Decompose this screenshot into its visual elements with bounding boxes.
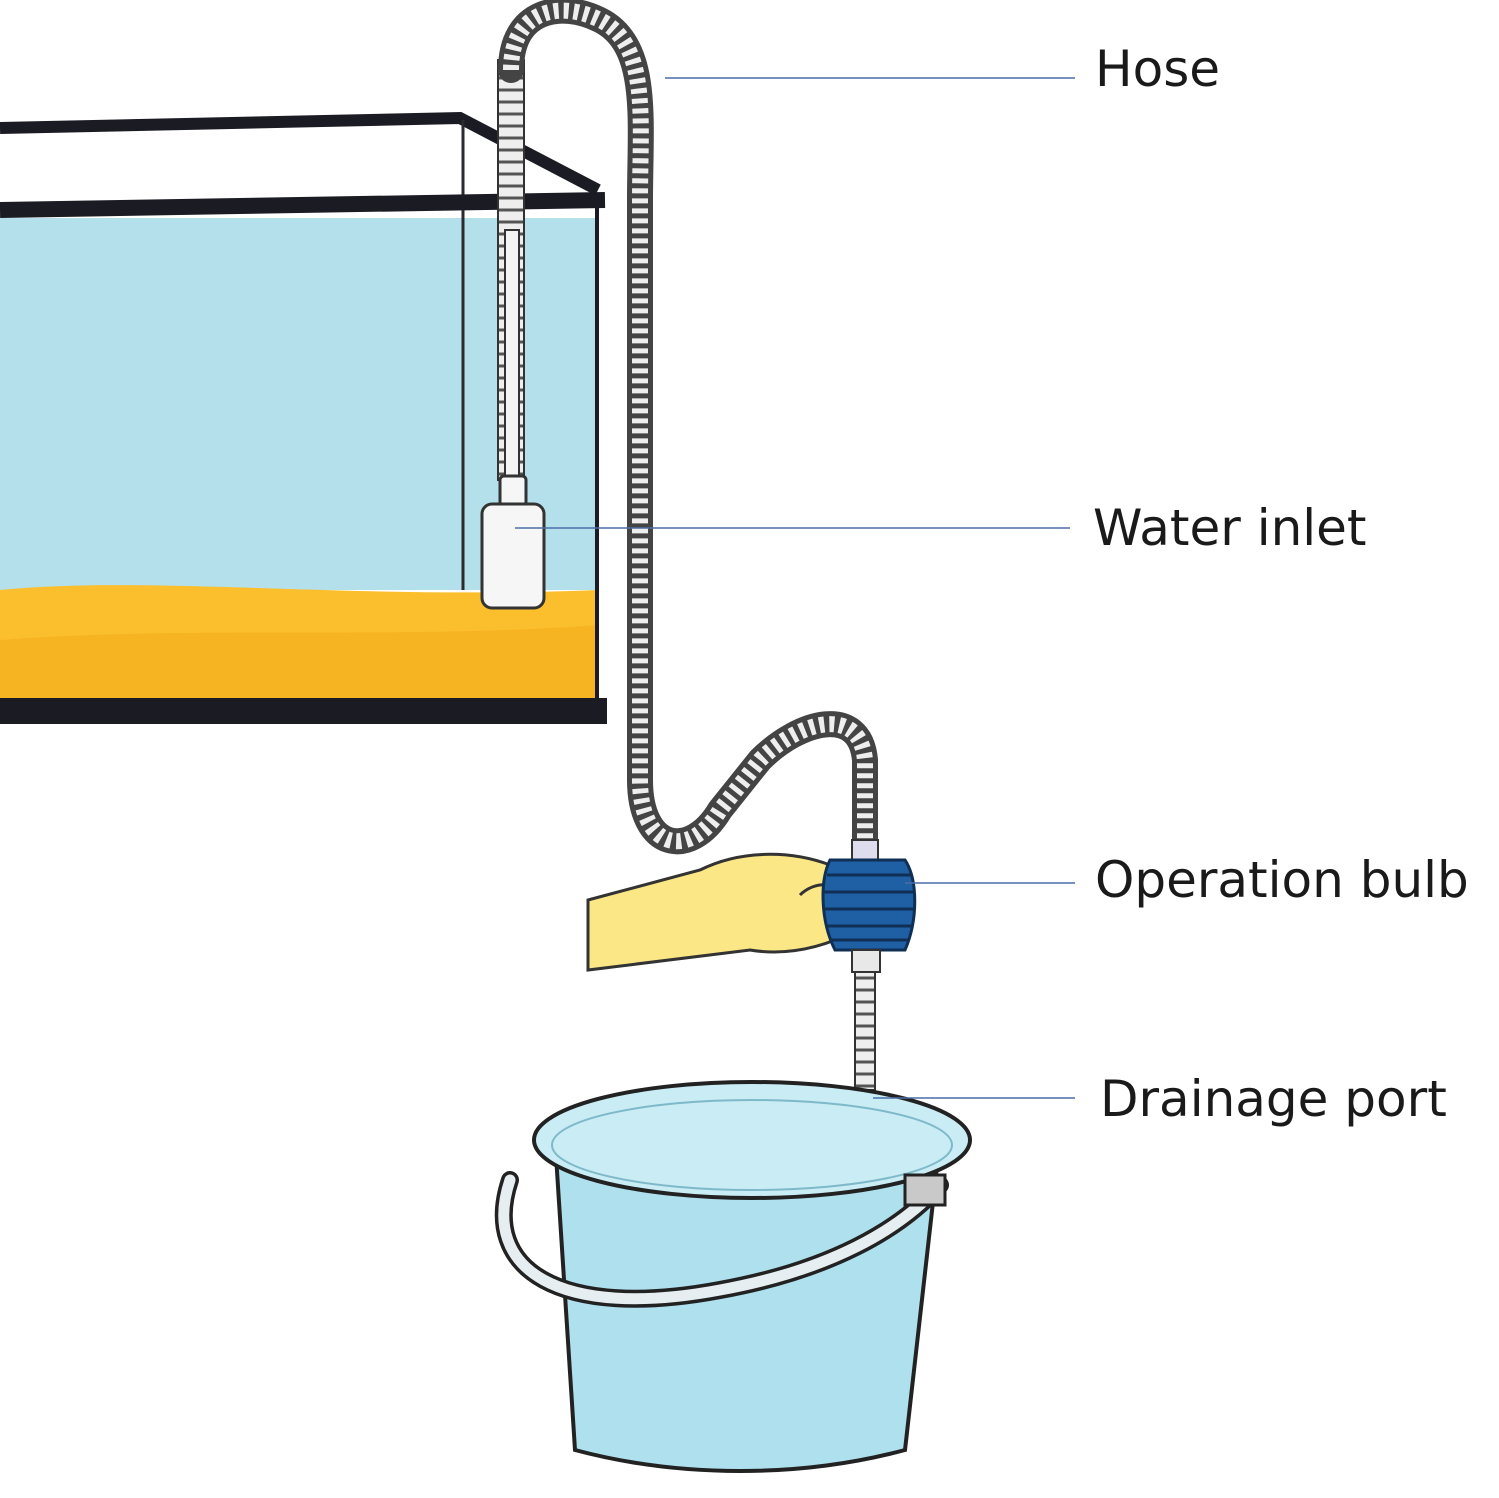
drainage-port-label: Drainage port bbox=[1100, 1070, 1447, 1128]
hose bbox=[498, 0, 878, 873]
operation-bulb bbox=[821, 839, 917, 973]
water-inlet-neck bbox=[498, 474, 528, 508]
operation-bulb-label: Operation bulb bbox=[1095, 851, 1469, 909]
water-inlet-cylinder bbox=[480, 502, 546, 610]
inlet-assembly bbox=[480, 59, 546, 610]
bucket bbox=[494, 1080, 972, 1473]
hose-label: Hose bbox=[1095, 40, 1220, 98]
leader-lines bbox=[515, 77, 1075, 1099]
water-inlet-label: Water inlet bbox=[1093, 499, 1367, 557]
